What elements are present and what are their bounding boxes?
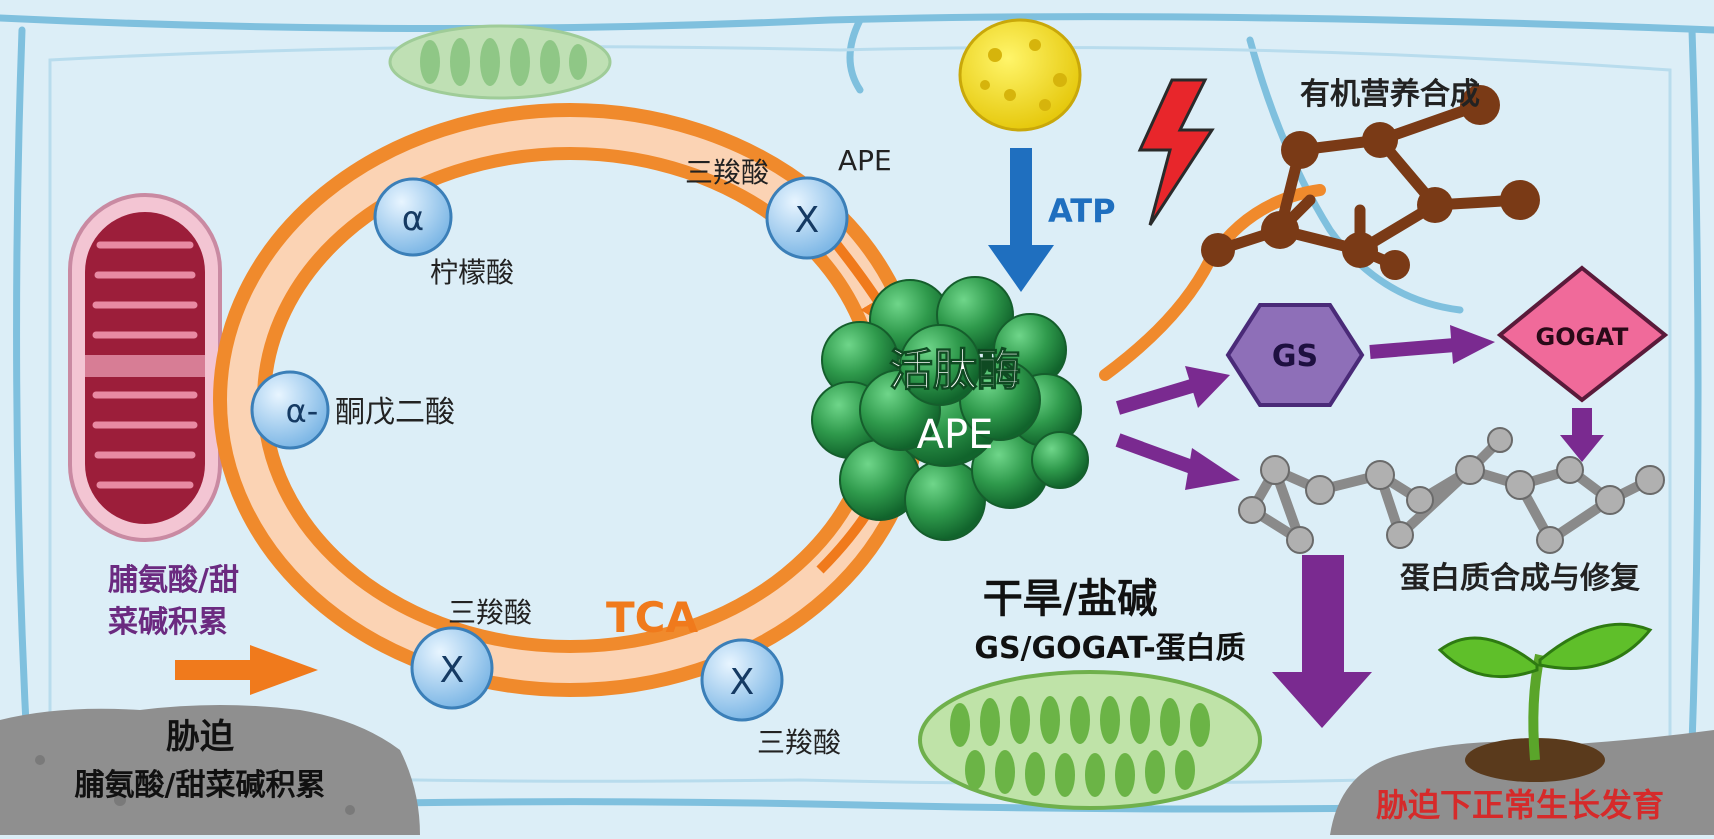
- gogat-label: GOGAT: [1536, 323, 1630, 351]
- enzyme-name: 活肽酶: [889, 345, 1021, 396]
- bottom-left-title: 胁迫: [166, 717, 234, 757]
- enzyme-abbr: APE: [917, 412, 994, 458]
- protein-synthesis-label: 蛋白质合成与修复: [1400, 561, 1640, 596]
- lightning-icon: [1137, 78, 1215, 226]
- protein-chain: [1238, 427, 1665, 554]
- atp-label: ATP: [1048, 192, 1116, 230]
- stress-left-line1: 脯氨酸/甜: [108, 563, 239, 598]
- chloroplast-bottom: [918, 670, 1262, 810]
- organic-synthesis-label: 有机营养合成: [1300, 77, 1480, 112]
- atp-arrow: [988, 148, 1054, 292]
- cycle-node-tricarboxylic-bottom-left: X 三羧酸: [410, 596, 532, 710]
- ape-enzyme-cluster: 活肽酶 APE: [811, 276, 1089, 541]
- gogat-diamond: GOGAT: [1496, 265, 1669, 403]
- chloroplast-top: [388, 24, 612, 100]
- node-symbol: X: [795, 200, 820, 241]
- gs-label: GS: [1272, 339, 1318, 374]
- sprout-icon: [1437, 622, 1653, 782]
- gs-hexagon: GS: [1225, 303, 1365, 407]
- node-symbol: α-: [286, 392, 319, 430]
- bottom-right-label: 胁迫下正常生长发育: [1376, 786, 1664, 824]
- cycle-node-tricarboxylic-top: X 三羧酸 APE: [685, 144, 892, 260]
- node-label-tricarboxylic-top: 三羧酸: [685, 156, 769, 189]
- cycle-node-tricarboxylic-bottom-right: X 三羧酸: [700, 638, 841, 759]
- node-symbol: α: [402, 199, 424, 239]
- purple-arrow-large-down: [1272, 555, 1372, 728]
- stress-left-line2: 菜碱积累: [108, 605, 228, 640]
- orange-arrow-left: [175, 645, 318, 695]
- atp-source-sphere: [958, 18, 1082, 132]
- cycle-node-citrate: α 柠檬酸: [373, 177, 514, 289]
- tca-label: TCA: [606, 593, 698, 642]
- bottom-left-subtitle: 脯氨酸/甜菜碱积累: [75, 768, 326, 803]
- purple-arrow-to-protein: [1115, 433, 1240, 490]
- mitochondrion-left: [68, 193, 222, 542]
- stress-center-subtitle: GS/GOGAT-蛋白质: [974, 631, 1245, 666]
- cycle-node-ketoglutarate: α- 酮戊二酸: [250, 370, 455, 450]
- node-label-citrate: 柠檬酸: [430, 256, 514, 289]
- soil-right: [1330, 730, 1714, 835]
- purple-arrow-gogat-down: [1560, 408, 1604, 462]
- purple-arrow-gs-to-gogat: [1369, 325, 1495, 364]
- node-label-tricarboxylic-bottom-right: 三羧酸: [757, 726, 841, 759]
- node-symbol: X: [730, 662, 755, 703]
- node-label-tricarboxylic-bottom-left: 三羧酸: [448, 596, 532, 629]
- soil-left: [0, 705, 420, 835]
- organic-molecule: [1099, 85, 1540, 381]
- node-label-ketoglutarate: 酮戊二酸: [335, 395, 455, 430]
- stress-center-title: 干旱/盐碱: [983, 576, 1158, 622]
- purple-arrow-to-gs: [1115, 366, 1230, 415]
- node-symbol: X: [440, 650, 465, 691]
- node-tag-ape: APE: [838, 144, 892, 177]
